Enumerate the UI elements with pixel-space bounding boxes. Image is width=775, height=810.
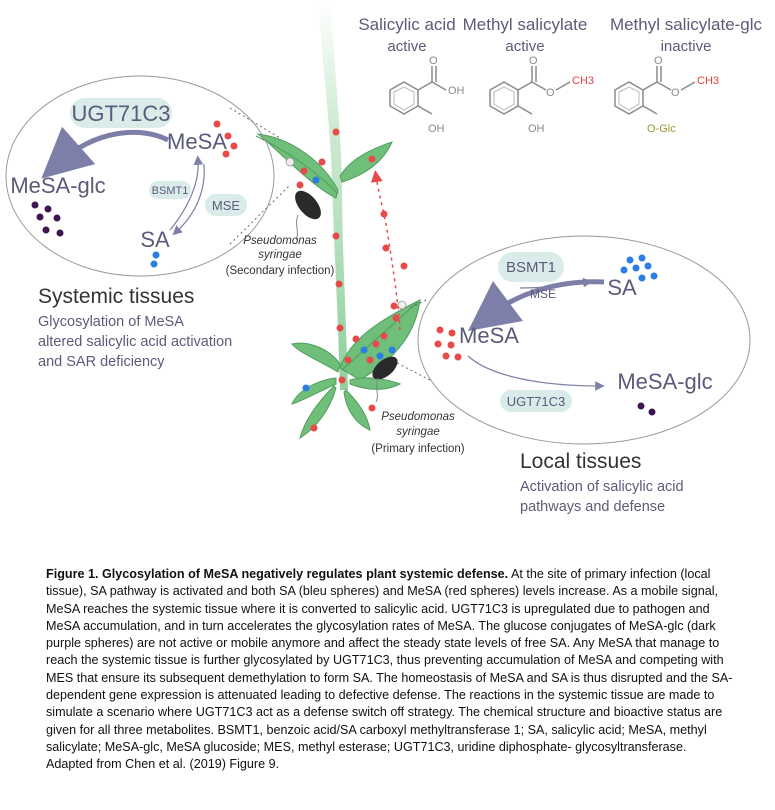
lower-leaf-right bbox=[349, 377, 402, 390]
systemic-desc-1: Glycosylation of MeSA bbox=[38, 314, 184, 330]
lower-leaf-bottom2 bbox=[343, 389, 371, 431]
local-desc-2: pathways and defense bbox=[520, 499, 665, 515]
local-heading: Local tissues bbox=[520, 450, 641, 473]
figure-caption: Figure 1. Glycosylation of MeSA negative… bbox=[46, 566, 736, 774]
pathogen-primary-species: syringae bbox=[396, 426, 439, 438]
lower-leaf-left bbox=[291, 342, 341, 373]
svg-text:O: O bbox=[429, 55, 438, 67]
local-desc-1: Activation of salicylic acid bbox=[520, 479, 684, 495]
glc-struct-oglc: O-Glc bbox=[647, 123, 676, 135]
systemic-desc-2: altered salicylic acid activation bbox=[38, 334, 232, 350]
systemic-oval bbox=[5, 75, 275, 277]
mesa-struct-oh: OH bbox=[528, 123, 545, 135]
pathogen-primary bbox=[372, 300, 407, 403]
svg-text:O: O bbox=[546, 87, 555, 99]
pathogen-secondary-name: Pseudomonas bbox=[243, 235, 317, 247]
lower-leaf-bottom bbox=[299, 385, 337, 440]
plant-dots bbox=[296, 128, 400, 432]
compound-name-mesa: Methyl salicylate bbox=[463, 15, 588, 34]
pathogen-primary-name: Pseudomonas bbox=[381, 411, 455, 423]
local-enzyme-ugt71c3: UGT71C3 bbox=[507, 394, 566, 409]
local-sa: SA bbox=[607, 275, 637, 300]
compound-status-mesa-glc: inactive bbox=[661, 38, 712, 55]
systemic-heading: Systemic tissues bbox=[38, 285, 194, 308]
pathogen-primary-note: (Primary infection) bbox=[371, 443, 464, 455]
local-mse: MSE bbox=[530, 287, 556, 301]
structure-salicylic-acid: O OH OH bbox=[389, 55, 465, 135]
caption-title: Figure 1. Glycosylation of MeSA negative… bbox=[46, 567, 509, 581]
structure-methyl-salicylate: O O CH3 OH bbox=[489, 55, 594, 135]
compound-name-sa: Salicylic acid bbox=[358, 15, 455, 34]
pathogen-secondary-species: syringae bbox=[258, 249, 301, 261]
sa-struct-oh2: OH bbox=[428, 123, 445, 135]
glc-struct-ch3: CH3 bbox=[697, 75, 719, 87]
caption-body: At the site of primary infection (local … bbox=[46, 567, 733, 772]
svg-text:O: O bbox=[671, 87, 680, 99]
systemic-pathway: UGT71C3 MeSA MeSA-glc BSMT1 MSE SA bbox=[10, 98, 247, 268]
systemic-mse: MSE bbox=[212, 198, 241, 213]
pathogen-secondary bbox=[285, 157, 321, 241]
compound-status-mesa: active bbox=[505, 38, 544, 55]
svg-text:O: O bbox=[654, 55, 663, 67]
mesa-pathway-diagram: O OH OH O O CH3 OH O O CH3 O-Glc Salicyl… bbox=[5, 0, 763, 515]
local-oval bbox=[417, 235, 751, 445]
plant bbox=[255, 0, 421, 440]
compound-name-mesa-glc: Methyl salicylate-glc bbox=[610, 15, 763, 34]
systemic-bsmt1: BSMT1 bbox=[152, 185, 189, 197]
sa-struct-oh1: OH bbox=[448, 85, 465, 97]
systemic-sa: SA bbox=[140, 227, 170, 252]
lower-leaf-left2 bbox=[291, 377, 337, 405]
local-pathway: BSMT1 MSE SA MeSA MeSA-glc UGT71C3 bbox=[434, 252, 713, 416]
systemic-enzyme-ugt71c3: UGT71C3 bbox=[71, 101, 170, 126]
structure-methyl-salicylate-glc: O O CH3 O-Glc bbox=[614, 55, 719, 135]
local-bsmt1: BSMT1 bbox=[506, 259, 556, 276]
upper-leaf-right bbox=[339, 141, 393, 183]
systemic-mesa: MeSA bbox=[167, 129, 227, 154]
systemic-desc-3: and SAR deficiency bbox=[38, 354, 165, 370]
svg-text:O: O bbox=[529, 55, 538, 67]
mesa-struct-ch3: CH3 bbox=[572, 75, 594, 87]
local-mesa: MeSA bbox=[459, 323, 519, 348]
local-mesa-glc: MeSA-glc bbox=[617, 369, 712, 394]
systemic-mesa-glc: MeSA-glc bbox=[10, 173, 105, 198]
compound-status-sa: active bbox=[387, 38, 426, 55]
mesa-transport-arrow bbox=[370, 170, 408, 331]
pathogen-secondary-note: (Secondary infection) bbox=[226, 265, 335, 277]
